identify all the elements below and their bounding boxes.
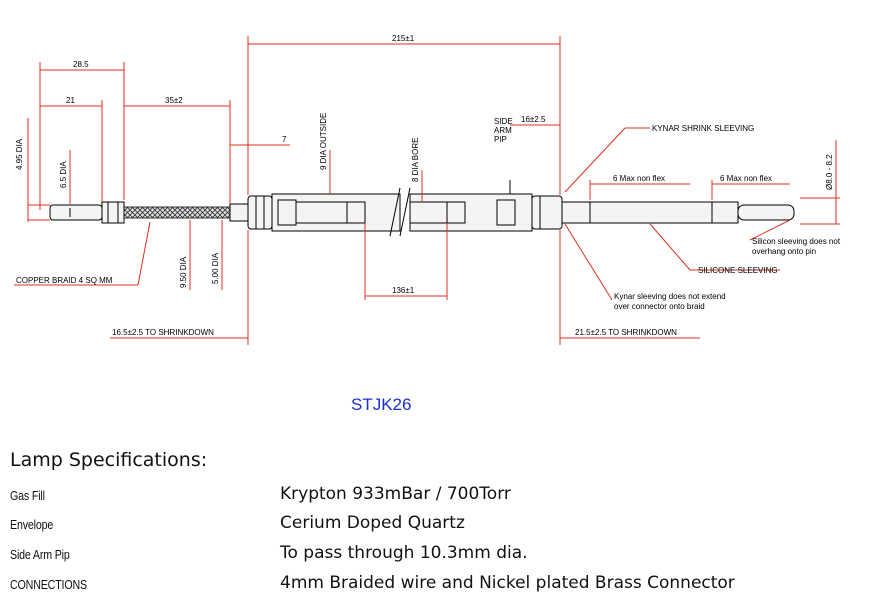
spec-value: 4mm Braided wire and Nickel plated Brass…	[280, 573, 735, 593]
spec-row-side-arm-pip: Side Arm Pip To pass through 10.3mm dia.	[10, 543, 860, 565]
right-end-cap	[531, 195, 563, 230]
left-end-cap	[247, 195, 273, 230]
dim-4-95-dia: 4.95 DIA	[15, 138, 24, 170]
left-crimp-connector	[101, 201, 125, 224]
dim-max-non-flex-1: 6 Max non flex	[613, 174, 665, 183]
spec-row-connections: CONNECTIONS 4mm Braided wire and Nickel …	[10, 573, 860, 595]
label-silicon-note-1: Silicon sleeving does not	[752, 237, 841, 246]
dim-max-non-flex-2: 6 Max non flex	[720, 174, 772, 183]
spec-label: Side Arm Pip	[10, 547, 70, 562]
spec-label: CONNECTIONS	[10, 577, 87, 592]
copper-braid	[123, 206, 231, 219]
label-kynar-note-1: Kynar sleeving does not extend	[614, 292, 726, 301]
specs-title: Lamp Specifications:	[10, 449, 208, 471]
dim-21: 21	[66, 96, 75, 105]
dimension-lines	[14, 36, 840, 345]
dim-overall-length: 215±1	[392, 34, 415, 43]
lamp-assembly	[49, 180, 795, 237]
dim-right-shrinkdown: 21.5±2.5 TO SHRINKDOWN	[575, 328, 677, 337]
dim-16: 16±2.5	[521, 115, 546, 124]
label-side: SIDE	[494, 117, 513, 126]
label-silicone-sleeving: SILICONE SLEEVING	[698, 266, 778, 275]
label-kynar-note-2: over connector onto braid	[614, 302, 705, 311]
callout-labels: SIDE ARM PIP KYNAR SHRINK SLEEVING COPPE…	[16, 117, 841, 311]
dim-left-shrinkdown: 16.5±2.5 TO SHRINKDOWN	[112, 328, 214, 337]
spec-label: Gas Fill	[10, 488, 45, 503]
dim-28-5: 28.5	[73, 60, 89, 69]
dim-7: 7	[282, 135, 287, 144]
dimension-labels: 215±1 28.5 21 35±2 7 16±2.5 136±1 4.95 D…	[15, 34, 834, 337]
label-copper-braid: COPPER BRAID 4 SQ MM	[16, 276, 113, 285]
left-pin	[49, 204, 103, 221]
dim-136: 136±1	[392, 286, 415, 295]
braid-connector	[229, 203, 249, 222]
dim-35: 35±2	[165, 96, 183, 105]
dim-5-00-dia: 5.00 DIA	[211, 252, 220, 284]
spec-value: To pass through 10.3mm dia.	[280, 543, 528, 563]
model-code: STJK26	[351, 395, 412, 414]
lamp-technical-drawing: 215±1 28.5 21 35±2 7 16±2.5 136±1 4.95 D…	[14, 34, 841, 345]
dim-9-dia-outside: 9 DIA OUTSIDE	[319, 113, 328, 170]
spec-row-envelope: Envelope Cerium Doped Quartz	[10, 513, 860, 535]
dim-6-5-dia: 6.5 DIA	[59, 161, 68, 188]
right-pin	[737, 204, 795, 221]
dim-9-50-dia: 9.50 DIA	[179, 256, 188, 288]
dim-8-dia-range: Ø8.0 - 8.2	[825, 154, 834, 190]
spec-row-gas-fill: Gas Fill Krypton 933mBar / 700Torr	[10, 484, 860, 506]
label-pip: PIP	[494, 135, 507, 144]
label-arm: ARM	[494, 126, 512, 135]
label-kynar-shrink: KYNAR SHRINK SLEEVING	[652, 124, 754, 133]
dim-8-dia-bore: 8 DIA BORE	[411, 138, 420, 182]
spec-value: Cerium Doped Quartz	[280, 513, 465, 533]
spec-value: Krypton 933mBar / 700Torr	[280, 484, 511, 504]
label-silicon-note-2: overhang onto pin	[752, 247, 816, 256]
spec-label: Envelope	[10, 517, 54, 532]
